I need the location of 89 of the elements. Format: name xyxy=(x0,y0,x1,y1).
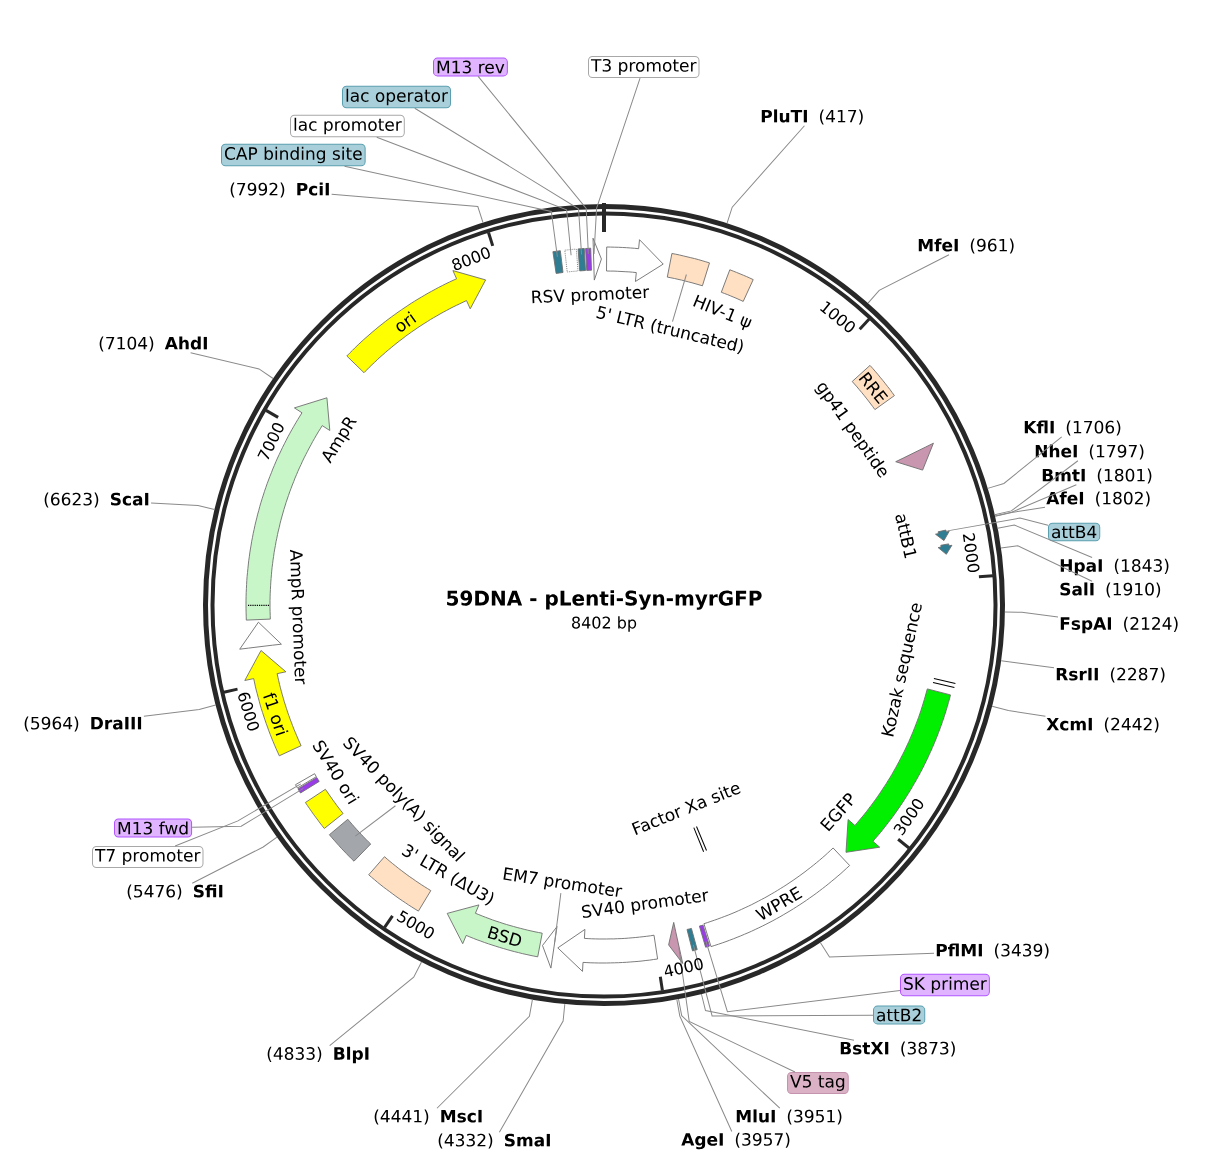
feature-callout: lac operator xyxy=(342,85,451,109)
leader-line xyxy=(331,193,484,224)
size-label: 8402 bp xyxy=(572,616,637,632)
leader-line xyxy=(329,961,422,1047)
restriction-site-label: PflMI (3439) xyxy=(936,943,1049,959)
feature-callout: lac promoter xyxy=(290,114,405,138)
leader-line xyxy=(354,805,396,837)
restriction-site-label: RsrII (2287) xyxy=(1056,667,1165,683)
leader-line xyxy=(726,125,805,224)
leader-line xyxy=(414,107,583,255)
restriction-site-label: (5476) SfiI xyxy=(127,884,223,900)
feature-box xyxy=(666,253,710,287)
feature-box xyxy=(328,818,372,862)
leader-line xyxy=(946,517,1049,532)
restriction-site-label: MfeI (961) xyxy=(918,238,1014,254)
restriction-site-label: XcmI (2442) xyxy=(1046,717,1159,733)
restriction-site-label: MluI (3951) xyxy=(736,1109,842,1125)
leader-line xyxy=(191,787,304,828)
feature-callout: attB4 xyxy=(1048,522,1101,542)
leader-line xyxy=(991,705,1046,717)
leader-line xyxy=(705,940,901,1013)
feature-callout: T3 promoter xyxy=(588,55,700,79)
feature-mark xyxy=(686,927,698,952)
site-mark: Kozak sequence xyxy=(881,603,956,737)
restriction-site-label: FspAI (2124) xyxy=(1060,616,1178,634)
leader-line xyxy=(678,947,796,1073)
tick-label: 7000 xyxy=(257,423,284,460)
feature-mark xyxy=(698,924,710,948)
restriction-site-label: KflI (1706) xyxy=(1024,420,1121,436)
feature-mark xyxy=(564,248,579,273)
restriction-site-label: (4332) SmaI xyxy=(438,1133,550,1149)
feature-mark: attB1 xyxy=(895,514,953,559)
restriction-site-label: SalI (1910) xyxy=(1060,582,1161,598)
restriction-site-label: (6623) ScaI xyxy=(44,492,149,508)
leader-line xyxy=(987,436,1063,489)
leader-line xyxy=(593,77,641,255)
leader-line xyxy=(190,352,274,379)
leader-line xyxy=(554,892,562,943)
leader-line xyxy=(672,274,687,323)
leader-line xyxy=(376,136,572,256)
leader-line xyxy=(676,998,733,1132)
feature-mark xyxy=(585,247,592,271)
restriction-site-label: PluTI (417) xyxy=(761,109,863,125)
feature-shape xyxy=(592,237,602,281)
restriction-site-label: (7992) PciI xyxy=(230,182,329,198)
leader-line xyxy=(1004,611,1059,618)
node-label: attB1 xyxy=(895,514,917,559)
leader-line xyxy=(498,1003,566,1133)
restriction-site-label: (4441) MscI xyxy=(374,1109,482,1125)
node-label: RSV promoter xyxy=(532,286,650,305)
feature-shape xyxy=(935,529,950,542)
restriction-site-label: NheI (1797) xyxy=(1035,444,1144,460)
leader-line xyxy=(150,502,215,510)
restriction-site-label: HpaI (1843) xyxy=(1060,558,1169,576)
feature-callout: CAP binding site xyxy=(221,143,366,167)
feature-callout: attB2 xyxy=(873,1005,926,1025)
restriction-site-label: BmtI (1801) xyxy=(1042,468,1152,484)
feature-callout: T7 promoter xyxy=(92,846,204,868)
restriction-site-label: AgeI (3957) xyxy=(681,1132,790,1150)
map-title: 59DNA - pLenti-Syn-myrGFP xyxy=(447,590,762,610)
restriction-site-label: (4833) BlpI xyxy=(267,1046,369,1064)
leader-line xyxy=(678,998,781,1109)
leader-line xyxy=(477,75,589,255)
feature-mark xyxy=(552,250,564,274)
restriction-site-label: BstXI (3873) xyxy=(840,1041,955,1057)
feature-callout: V5 tag xyxy=(787,1072,849,1094)
feature-callout: M13 fwd xyxy=(114,818,193,838)
restriction-site-label: AfeI (1802) xyxy=(1046,491,1150,507)
leader-line xyxy=(344,165,558,258)
restriction-site-label: (7104) AhdI xyxy=(99,336,207,352)
leader-line xyxy=(143,704,217,717)
restriction-site-label: (5964) DraIII xyxy=(24,716,142,732)
leader-line xyxy=(867,254,950,304)
leader-line xyxy=(700,993,855,1041)
leader-line xyxy=(191,836,278,884)
leader-line xyxy=(994,460,1079,516)
leader-line xyxy=(692,944,874,1017)
feature-shape xyxy=(542,926,558,969)
leader-line xyxy=(1000,660,1055,669)
leader-line xyxy=(819,942,935,958)
leader-line xyxy=(1000,545,1093,582)
feature-callout: SK primer xyxy=(900,973,990,997)
tick-label: 2000 xyxy=(962,533,980,573)
leader-line xyxy=(994,506,1046,517)
leader-line xyxy=(997,524,1093,559)
leader-line xyxy=(436,999,533,1109)
feature-mark xyxy=(577,248,586,272)
feature-callout: M13 rev xyxy=(433,57,508,77)
leader-line xyxy=(174,783,302,847)
